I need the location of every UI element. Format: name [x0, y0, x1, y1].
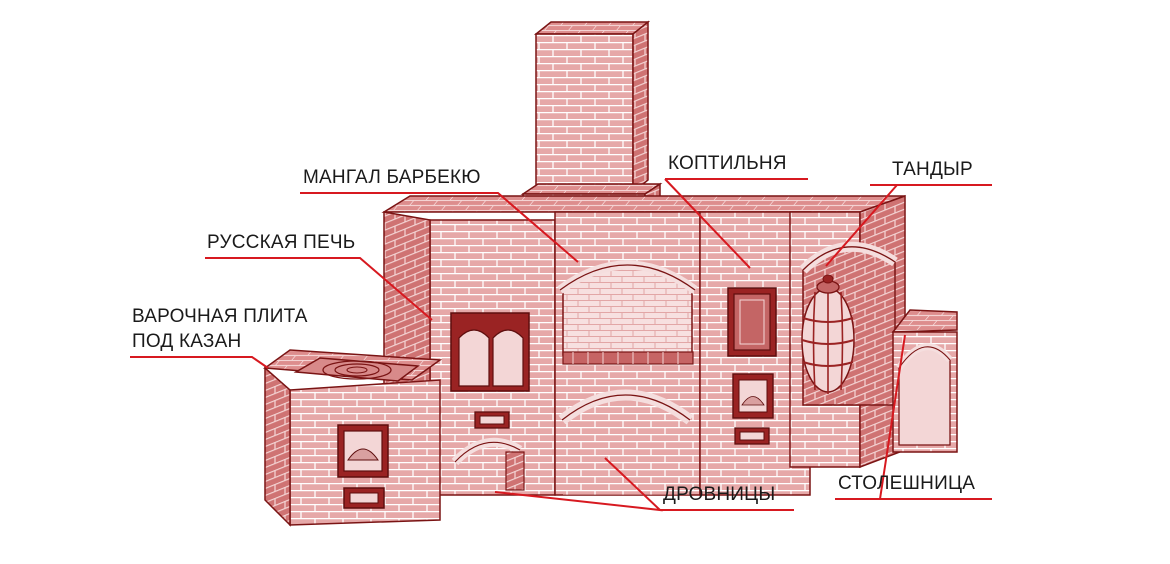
chimney: [520, 20, 663, 212]
label-bbq: МАНГАЛ БАРБЕКЮ: [303, 167, 481, 188]
leader-line-countertop: [835, 334, 992, 500]
labels: МАНГАЛ БАРБЕКЮ КОПТИЛЬНЯ ТАНДЫР РУССКАЯ …: [132, 153, 975, 505]
woodshed-arch-center: [558, 389, 694, 495]
leader-line-tandoor: [825, 184, 992, 267]
countertop-block: [891, 309, 958, 453]
leader-line-russian-stove: [205, 257, 433, 321]
leader-lines: [130, 178, 992, 512]
label-russian-stove: РУССКАЯ ПЕЧЬ: [207, 232, 355, 253]
label-countertop: СТОЛЕШНИЦА: [838, 473, 975, 494]
cooktop-block: [262, 349, 443, 527]
leader-line-woodsheds: [494, 457, 794, 512]
russian-stove-door: [450, 312, 530, 429]
tandoor: [799, 241, 898, 406]
woodshed-arch-left: [451, 437, 525, 491]
label-tandoor: ТАНДЫР: [892, 159, 973, 180]
bbq-opening: [557, 260, 698, 365]
leader-line-bbq: [300, 192, 579, 263]
label-cooktop-line2: ПОД КАЗАН: [132, 331, 241, 352]
leader-line-cooktop: [130, 356, 269, 369]
label-smokehouse: КОПТИЛЬНЯ: [668, 153, 787, 174]
label-woodsheds: ДРОВНИЦЫ: [663, 484, 775, 505]
leader-line-smokehouse: [664, 178, 808, 269]
label-cooktop-line1: ВАРОЧНАЯ ПЛИТА: [132, 306, 308, 327]
smokehouse-door: [727, 287, 777, 445]
